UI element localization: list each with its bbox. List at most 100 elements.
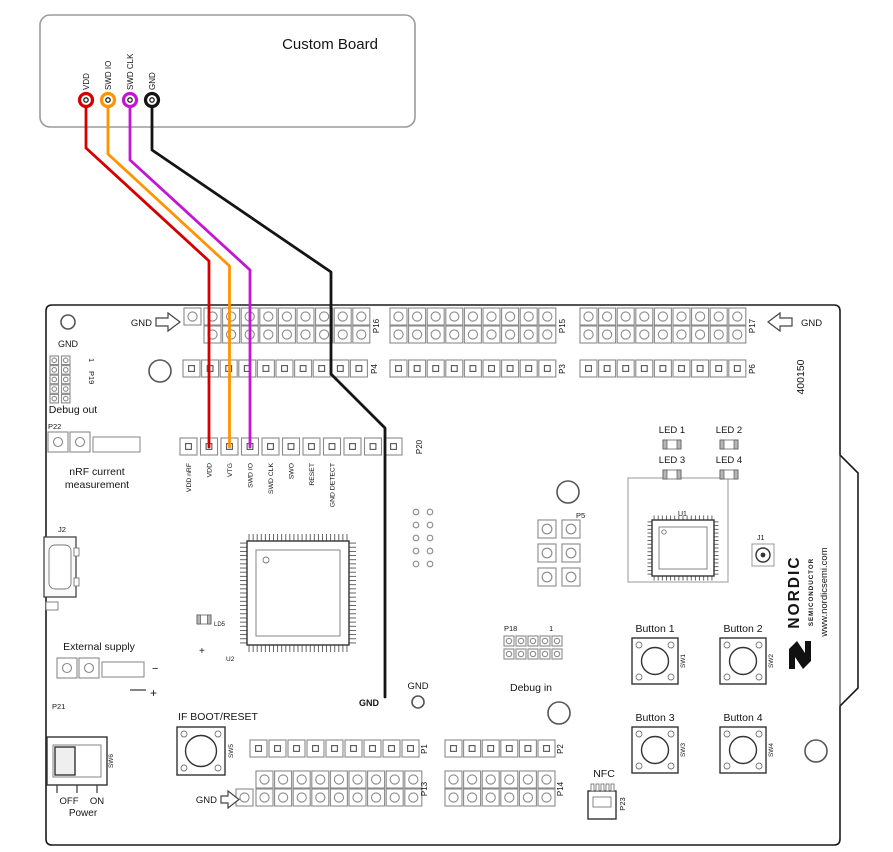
p21-external-supply-header <box>56 657 146 691</box>
gnd-arrow-left-icon <box>767 311 793 333</box>
usb-connector-j2: J2 <box>43 525 80 611</box>
p21-jumper <box>101 661 145 678</box>
gnd-arrow-label-top-right: GND <box>801 318 822 329</box>
label-p18: P18 <box>504 624 517 633</box>
mounting-hole <box>148 359 172 383</box>
led4-label: LED 4 <box>716 455 742 466</box>
label-ld5: LD5 <box>214 622 226 628</box>
nordic-logo-icon <box>789 641 811 669</box>
pin-swdclk <box>121 91 139 109</box>
led2-label: LED 2 <box>716 425 742 436</box>
wire-gnd <box>150 101 387 699</box>
header-bottom-female-row <box>235 770 556 807</box>
p20-pin-vddnrf: VDD nRF <box>186 463 193 492</box>
header-top-male-row <box>182 359 747 378</box>
label-u1: U1 <box>678 511 687 518</box>
p20-pin-vtg: VTG <box>227 463 234 477</box>
label-p17: P17 <box>748 318 757 333</box>
p20-pin-swo: SWO <box>289 463 296 479</box>
button-sw3 <box>631 726 679 774</box>
pin-label-vdd: VDD <box>82 73 91 90</box>
custom-board: Custom Board VDD SWD IO SWD CLK GND <box>39 14 416 128</box>
gnd-test-point <box>60 314 76 330</box>
header-p19-debug-out <box>49 355 71 404</box>
nrf-current-label-2: measurement <box>65 479 129 491</box>
ld5-plus-mark: + <box>199 646 205 657</box>
supply-plus-mark: + <box>150 686 157 700</box>
pin-label-swdclk: SWD CLK <box>126 53 135 90</box>
mounting-hole <box>804 739 828 763</box>
button-sw5-boot-reset <box>176 726 226 776</box>
label-p6: P6 <box>748 364 757 374</box>
label-p19-pin1: 1 <box>87 358 96 362</box>
nrf-current-label-1: nRF current <box>69 466 125 478</box>
via-grid <box>412 508 434 568</box>
gnd-arrow-right-icon <box>220 789 240 810</box>
label-p20: P20 <box>415 439 424 454</box>
label-u2: U2 <box>226 656 235 663</box>
led-components <box>662 439 739 480</box>
debug-in-label: Debug in <box>510 682 552 694</box>
button4-label: Button 4 <box>723 712 762 724</box>
label-p3: P3 <box>558 364 567 374</box>
button3-label: Button 3 <box>635 712 674 724</box>
button-sw1 <box>631 637 679 685</box>
label-sw1: SW1 <box>680 654 687 668</box>
nfc-connector-p23 <box>587 783 617 820</box>
button-sw4 <box>719 726 767 774</box>
pin-vdd <box>77 91 95 109</box>
p20-pin-swdclk: SWD CLK <box>268 463 275 494</box>
nfc-label: NFC <box>593 768 615 780</box>
custom-board-title: Custom Board <box>282 36 378 53</box>
p20-pin-vdd: VDD <box>207 463 214 477</box>
button1-label: Button 1 <box>635 623 674 635</box>
switch-knob <box>54 746 76 776</box>
semiconductor-wordmark: SEMICONDUCTOR <box>808 558 815 626</box>
header-p5 <box>537 519 581 587</box>
label-j1: J1 <box>757 535 765 542</box>
label-p2: P2 <box>556 744 565 754</box>
label-sw4: SW4 <box>768 743 775 757</box>
mounting-hole <box>556 480 580 504</box>
rf-connector-j1 <box>751 543 775 567</box>
pin-swdio <box>99 91 117 109</box>
header-p20-debug <box>179 437 403 456</box>
external-supply-label: External supply <box>63 641 136 653</box>
wire-swdio <box>106 101 231 449</box>
label-sw2: SW2 <box>768 654 775 668</box>
label-p19: P19 <box>87 371 96 384</box>
wire-vdd <box>84 101 211 449</box>
led1-label: LED 1 <box>659 425 685 436</box>
gnd-arrow-label-bottom: GND <box>196 795 217 806</box>
p22-current-header: P22 <box>47 422 141 453</box>
header-p18-debug-in <box>503 635 563 660</box>
custom-board-pin-connectors <box>77 91 161 109</box>
gnd-wire-end-label: GND <box>359 698 380 708</box>
nordic-wordmark: NORDIC <box>786 555 803 628</box>
label-p21: P21 <box>52 702 65 711</box>
website-label: www.nordicsemi.com <box>819 547 830 637</box>
chip-u2-mcu <box>240 534 356 652</box>
label-p16: P16 <box>372 318 381 333</box>
p20-pin-gnddetect: GND DETECT <box>330 463 337 507</box>
power-off-label: OFF <box>60 796 79 807</box>
label-sw3: SW3 <box>680 743 687 757</box>
pin-gnd <box>143 91 161 109</box>
pin-label-gnd: GND <box>148 72 157 90</box>
p20-pin-swdio: SWD IO <box>248 463 255 488</box>
gnd-hole-label: GND <box>58 339 79 349</box>
label-p4: P4 <box>370 364 379 374</box>
label-sw5: SW5 <box>228 744 235 758</box>
mounting-hole <box>547 701 571 725</box>
debug-out-label: Debug out <box>49 404 98 416</box>
button-sw2 <box>719 637 767 685</box>
p20-pin-reset: RESET <box>309 463 316 486</box>
gnd-arrow-right-icon <box>155 311 181 333</box>
led-ld5 <box>196 614 212 625</box>
label-sw6: SW6 <box>108 754 115 768</box>
header-top-female-row <box>183 307 747 344</box>
wire-swdclk <box>128 101 252 449</box>
label-p23: P23 <box>618 797 627 810</box>
